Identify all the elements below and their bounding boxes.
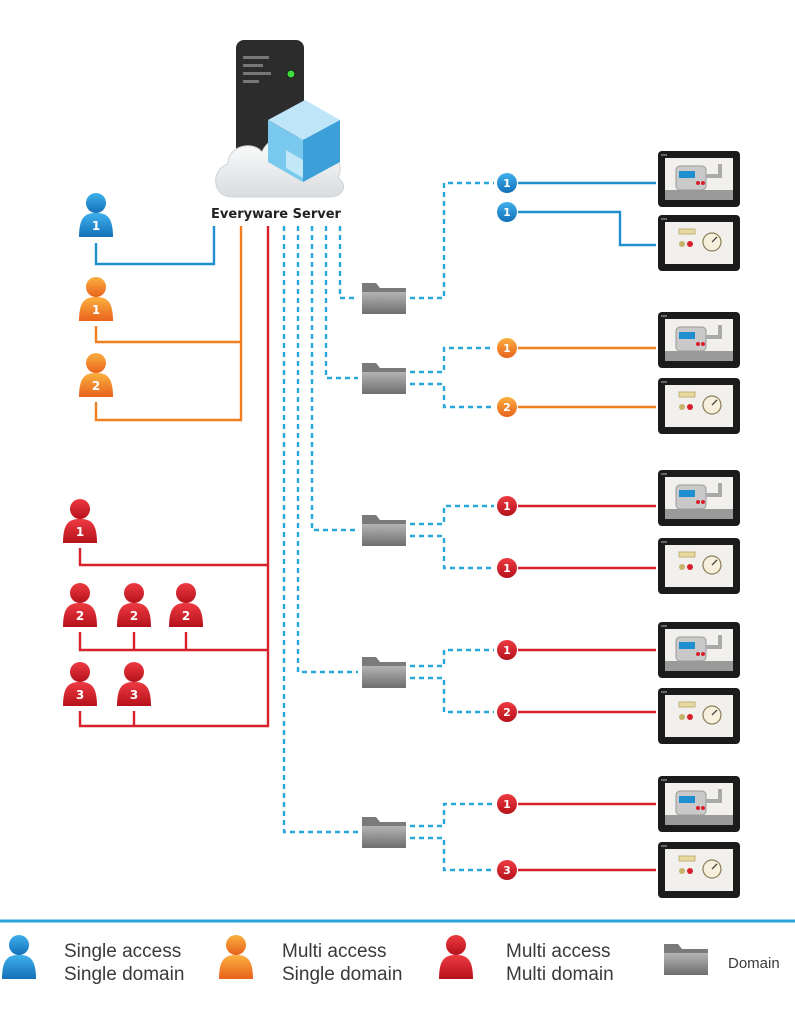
device-badge: 1 — [497, 338, 517, 358]
domain-link — [310, 226, 358, 532]
user-number: 1 — [92, 219, 100, 233]
legend-single-line1: Single access — [64, 941, 181, 962]
domain-link — [410, 504, 494, 526]
user-icon-multi-access-multi-domain: 3 — [63, 662, 97, 706]
domain-link — [324, 226, 358, 380]
badge-number: 1 — [503, 206, 511, 219]
everyware-server: Everyware Server — [211, 40, 345, 222]
domain-folder-icon — [362, 515, 406, 546]
domain-link — [410, 836, 494, 872]
device-badge: 1 — [497, 640, 517, 660]
device-badge: 1 — [497, 173, 517, 193]
user-icon-multi-access-multi-domain: 2 — [63, 583, 97, 627]
legend-icons — [2, 935, 708, 979]
legend-multi-single-line2: Single domain — [282, 964, 402, 985]
user-number: 2 — [76, 609, 84, 623]
hmi-panel-gauge — [658, 215, 740, 271]
user-icon-multi-access-single-domain: 2 — [79, 353, 113, 397]
domain-link — [410, 181, 494, 300]
badge-number: 1 — [503, 500, 511, 513]
badge-number: 1 — [503, 177, 511, 190]
user-line — [78, 632, 268, 652]
device-badge: 1 — [497, 202, 517, 222]
server-led-icon — [286, 69, 296, 79]
user-number: 2 — [130, 609, 138, 623]
user-icon-multi-access-multi-domain: 3 — [117, 662, 151, 706]
badge-number: 2 — [503, 706, 511, 719]
badge-number: 1 — [503, 342, 511, 355]
device-badge: 1 — [497, 558, 517, 578]
user-line — [94, 226, 216, 266]
device-badge: 1 — [497, 794, 517, 814]
legend-multi-multi-line2: Multi domain — [506, 964, 614, 985]
user-number: 3 — [130, 688, 138, 702]
cube-icon — [268, 100, 340, 182]
legend-orange-user-icon — [219, 935, 253, 979]
hmi-panel-gauge — [658, 688, 740, 744]
device-panels — [658, 151, 740, 898]
user-line — [94, 326, 241, 344]
domain-link — [410, 648, 494, 668]
domain-link — [410, 382, 494, 409]
domain-folders — [362, 283, 406, 848]
domain-link — [296, 226, 358, 674]
legend-red-user-icon — [439, 935, 473, 979]
device-badge: 3 — [497, 860, 517, 880]
badge-number: 1 — [503, 644, 511, 657]
domain-link — [282, 226, 358, 834]
hmi-panel-machine — [658, 151, 740, 207]
user-icon-multi-access-single-domain: 1 — [79, 277, 113, 321]
device-badge: 2 — [497, 702, 517, 722]
legend-multi-multi-line1: Multi access — [506, 941, 611, 962]
device-badge: 2 — [497, 397, 517, 417]
legend-blue-user-icon — [2, 935, 36, 979]
domain-link — [410, 676, 494, 714]
badge-number: 1 — [503, 798, 511, 811]
domain-folder-icon — [362, 817, 406, 848]
user-number: 2 — [92, 379, 100, 393]
hmi-panel-machine — [658, 312, 740, 368]
user-line — [94, 226, 243, 422]
user-icon-multi-access-multi-domain: 1 — [63, 499, 97, 543]
device-line — [518, 210, 656, 247]
device-badge: 1 — [497, 496, 517, 516]
connection-lines — [78, 181, 656, 872]
legend-domain-label: Domain — [728, 955, 780, 972]
user-number: 2 — [182, 609, 190, 623]
domain-folder-icon — [362, 363, 406, 394]
domain-folder-icon — [362, 657, 406, 688]
device-badges: 1 1 1 2 1 1 1 2 1 3 — [497, 173, 517, 880]
hmi-panel-machine — [658, 622, 740, 678]
legend-single-line2: Single domain — [64, 964, 184, 985]
hmi-panel-gauge — [658, 378, 740, 434]
user-number: 1 — [92, 303, 100, 317]
user-line — [78, 226, 270, 728]
user-icons: 1 1 2 1 2 2 2 3 3 — [63, 193, 203, 706]
server-label: Everyware Server — [211, 207, 341, 222]
domain-link — [410, 534, 494, 570]
badge-number: 3 — [503, 864, 511, 877]
hmi-panel-gauge — [658, 842, 740, 898]
legend-multi-single-line1: Multi access — [282, 941, 387, 962]
user-number: 3 — [76, 688, 84, 702]
hmi-panel-machine — [658, 470, 740, 526]
domain-folder-icon — [362, 283, 406, 314]
user-number: 1 — [76, 525, 84, 539]
hmi-panel-machine — [658, 776, 740, 832]
legend-domain-folder-icon — [664, 944, 708, 975]
user-icon-multi-access-multi-domain: 2 — [169, 583, 203, 627]
user-line — [78, 548, 268, 567]
user-icon-multi-access-multi-domain: 2 — [117, 583, 151, 627]
user-icon-single-access-single-domain: 1 — [79, 193, 113, 237]
domain-link — [338, 226, 358, 300]
domain-link — [410, 802, 494, 828]
domain-link — [410, 346, 494, 374]
badge-number: 2 — [503, 401, 511, 414]
hmi-panel-gauge — [658, 538, 740, 594]
badge-number: 1 — [503, 562, 511, 575]
